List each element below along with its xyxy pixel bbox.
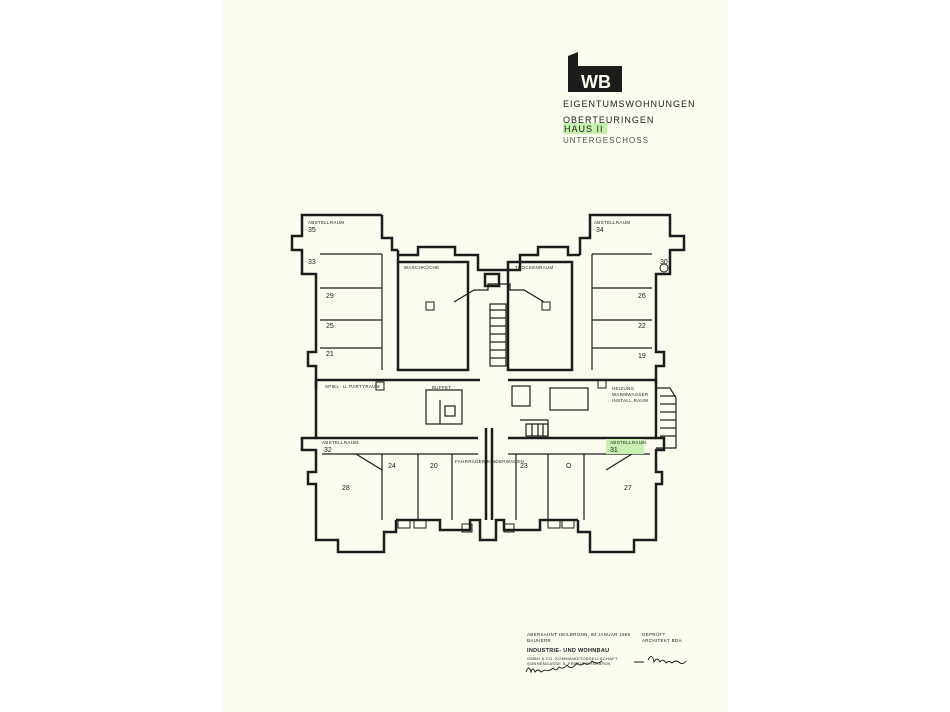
label-heizung-2: WARMWASSER [612, 392, 649, 397]
signature-architekt [634, 656, 687, 665]
footer-company: INDUSTRIE- UND WOHNBAU [527, 648, 610, 654]
footer-company-2: GMBH & CO. KOMMANDITGESELLSCHAFT [527, 656, 618, 661]
unit-31: 31 [610, 447, 618, 454]
logo-text: WB [581, 72, 611, 92]
unit-35: 35 [308, 227, 316, 234]
unit-32: 32 [324, 447, 332, 454]
unit-21: 21 [326, 351, 334, 358]
unit-24: 24 [388, 463, 396, 470]
label-abstell-nw: ABSTELLRAUM [308, 220, 344, 225]
unit-22: 22 [638, 323, 646, 330]
footer-line-1: ABERSAHNT HEILBRONN, IM JANUAR 1986 [527, 632, 631, 637]
unit-27: 27 [624, 485, 632, 492]
label-waschkueche: WASCHKÜCHE [404, 264, 439, 270]
unit-33: 33 [308, 259, 316, 266]
label-trockenraum: TROCKENRAUM [515, 265, 554, 270]
unit-19: 19 [638, 353, 646, 360]
unit-numbers: 35 33 29 25 21 34 30 26 22 19 32 28 24 2… [308, 227, 668, 492]
unit-23: 23 [520, 463, 528, 470]
footer-line-2: BAUHERR [527, 638, 552, 643]
footer-company-3: SONNENGASSE 5, FRIEDRICHSHAFEN [527, 661, 611, 666]
highlight-abstell-e [606, 439, 644, 454]
label-abstell-ne: ABSTELLRAUM [594, 220, 630, 225]
signature-bauherr [525, 660, 603, 674]
unit-25: 25 [326, 323, 334, 330]
room-labels: ABSTELLRAUM ABSTELLRAUM WASCHKÜCHE TROCK… [308, 220, 649, 464]
label-abstell-e: ABSTELLRAUM [610, 440, 646, 445]
label-partyraum: SPIEL- U. PARTYRAUM [325, 384, 380, 389]
footer-line-1b: GEPRÜFT [642, 632, 666, 637]
project-line-3: HAUS II [563, 123, 607, 134]
label-heizung-1: HEIZUNG [612, 386, 635, 391]
unit-29: 29 [326, 293, 334, 300]
project-line-2: OBERTEURINGEN [563, 115, 655, 125]
drawing-sheet [222, 0, 728, 712]
project-line-1: EIGENTUMSWOHNUNGEN [563, 99, 696, 109]
unit-o: O [566, 463, 572, 470]
unit-34: 34 [596, 227, 604, 234]
project-line-4: UNTERGESCHOSS [563, 136, 649, 145]
signatures [525, 656, 687, 674]
unit-26: 26 [638, 293, 646, 300]
iwb-logo: WB [568, 52, 622, 92]
label-fahrrad: FAHRRÄDER KINDERWAGEN [455, 458, 524, 464]
label-heizung-3: INSTALL.RAUM [612, 398, 648, 403]
unit-28: 28 [342, 485, 350, 492]
label-abstell-w: ABSTELLRAUM [322, 440, 358, 445]
unit-20: 20 [430, 463, 438, 470]
unit-30: 30 [660, 259, 668, 266]
footer-line-2b: ARCHITEKT BDA [642, 638, 682, 643]
label-buffet: BUFFET [432, 385, 451, 390]
outer-walls [290, 213, 686, 554]
window-boxes [375, 263, 669, 533]
